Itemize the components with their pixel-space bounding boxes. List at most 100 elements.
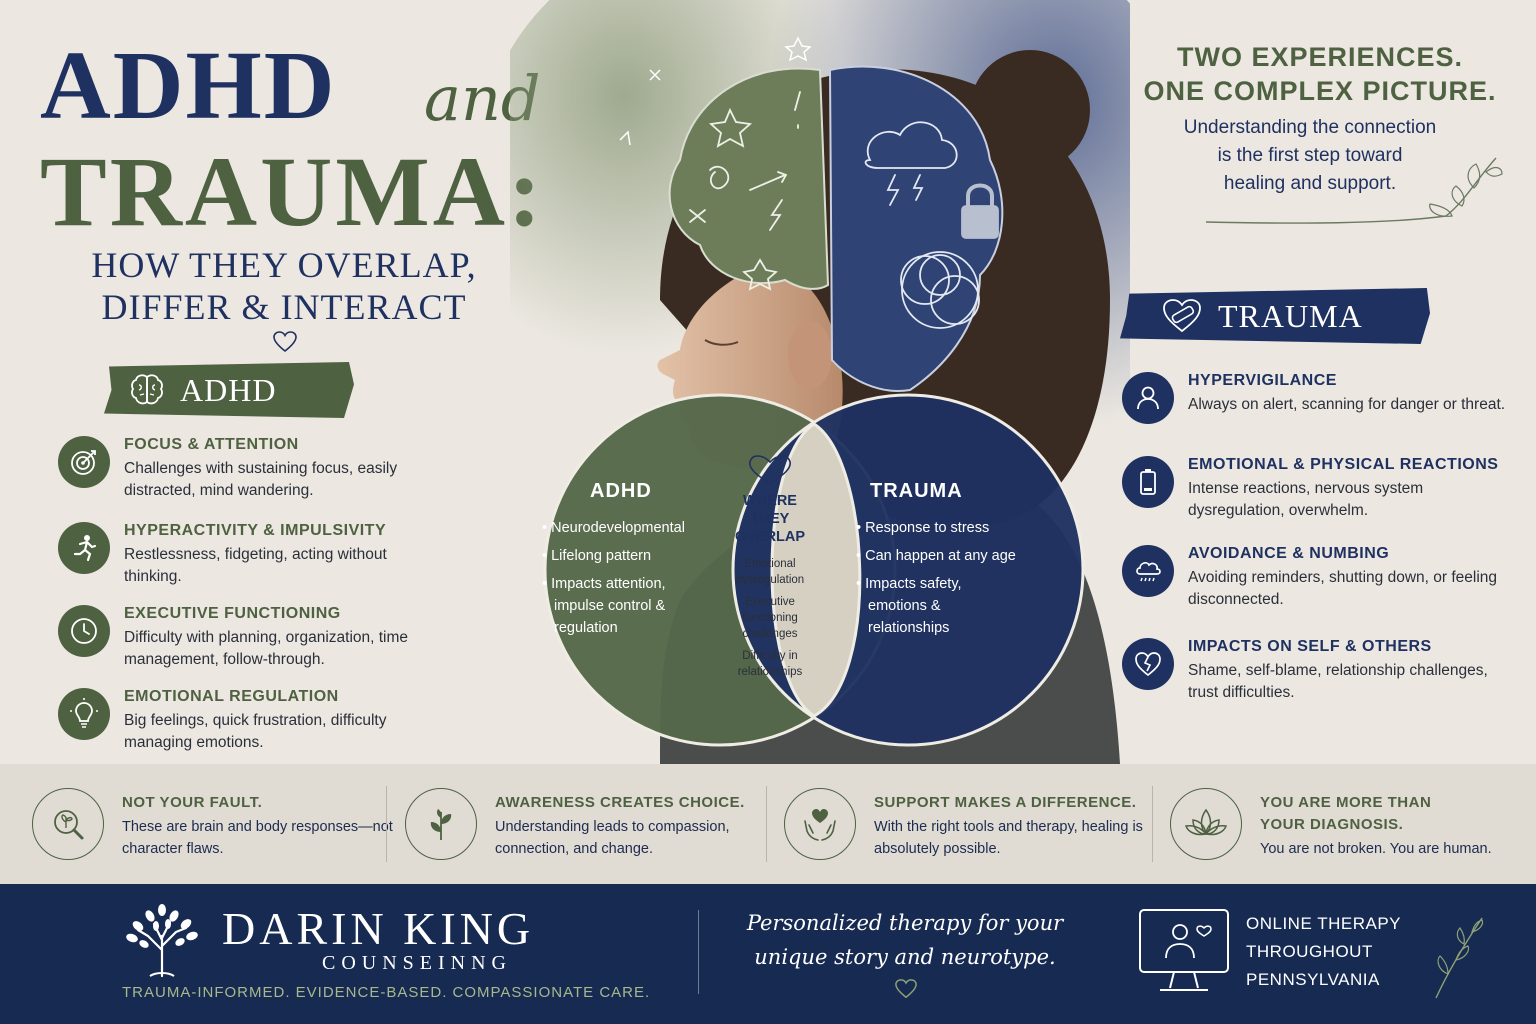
adhd-item-desc: Big feelings, quick frustration, difficu… (124, 712, 387, 751)
venn-adhd-list: • Neurodevelopmental • Lifelong pattern … (542, 517, 712, 639)
subtitle-line-2: DIFFER & INTERACT (101, 287, 467, 327)
message-strip: NOT YOUR FAULT. These are brain and body… (0, 764, 1536, 884)
magnifier-sprout-icon (32, 788, 104, 860)
online-therapy-line: PENNSYLVANIA (1246, 970, 1380, 989)
message-desc: Understanding leads to compassion, conne… (495, 819, 730, 857)
message-divider (766, 786, 767, 862)
venn-adhd-item: impulse control & (554, 598, 666, 614)
trauma-item-avoidance: AVOIDANCE & NUMBING Avoiding reminders, … (1122, 545, 1512, 615)
venn-overlap-title: WHERE THEY OVERLAP (724, 492, 816, 546)
leaf-branch-icon (1206, 157, 1503, 224)
adhd-item-head: EXECUTIVE FUNCTIONING (124, 605, 341, 622)
sprout-icon (405, 788, 477, 860)
adhd-banner-label: ADHD (180, 371, 277, 408)
adhd-banner: ADHD (104, 362, 354, 418)
person-icon (1122, 372, 1174, 424)
leaf-branch-icon (1435, 917, 1484, 999)
venn-trauma-item: relationships (868, 620, 950, 636)
footer-quote-line: Personalized therapy for your (746, 911, 1064, 935)
venn-overlap-item: Emotional dysregulation (735, 558, 805, 586)
venn-trauma-item: • Response to stress (856, 520, 990, 536)
message-awareness: AWARENESS CREATES CHOICE. Understanding … (405, 782, 765, 866)
lotus-icon (1170, 788, 1242, 860)
trauma-item-impacts: IMPACTS ON SELF & OTHERS Shame, self-bla… (1122, 638, 1512, 708)
message-head: SUPPORT MAKES A DIFFERENCE. (874, 794, 1137, 811)
footer-quote-line: unique story and neurotype. (754, 945, 1056, 969)
brand-tagline: TRAUMA-INFORMED. EVIDENCE-BASED. COMPASS… (122, 984, 651, 1001)
message-divider (1152, 786, 1153, 862)
adhd-item-desc: Restlessness, fidgeting, acting without … (124, 546, 387, 585)
trauma-banner-label: TRAUMA (1218, 297, 1363, 334)
trauma-banner: TRAUMA (1120, 288, 1430, 344)
venn-adhd-item: • Neurodevelopmental (542, 520, 685, 536)
message-head: YOU ARE MORE THAN YOUR DIAGNOSIS. (1260, 794, 1432, 833)
trauma-item-desc: Always on alert, scanning for danger or … (1188, 396, 1506, 413)
venn-adhd-item: • Impacts attention, (542, 576, 666, 592)
tagline-heading-line: ONE COMPLEX PICTURE. (1143, 76, 1497, 106)
computer-therapy-icon (1139, 909, 1229, 991)
message-support: SUPPORT MAKES A DIFFERENCE. With the rig… (784, 782, 1144, 866)
tagline-subtext-line: is the first step toward (1217, 145, 1403, 166)
online-therapy-line: THROUGHOUT (1246, 942, 1373, 961)
footer-quote: Personalized therapy for your unique sto… (740, 906, 1070, 974)
clock-icon (58, 605, 110, 657)
trauma-item-desc: Intense reactions, nervous system dysreg… (1188, 480, 1424, 519)
message-head: AWARENESS CREATES CHOICE. (495, 794, 745, 811)
battery-icon (1122, 456, 1174, 508)
message-desc: With the right tools and therapy, healin… (874, 819, 1143, 857)
trauma-item-head: HYPERVIGILANCE (1188, 372, 1337, 389)
target-icon (58, 436, 110, 488)
brain-icon (131, 374, 163, 405)
adhd-item-head: HYPERACTIVITY & IMPULSIVITY (124, 522, 387, 539)
venn-overlap-title-line: WHERE (743, 493, 797, 509)
trauma-item-head: AVOIDANCE & NUMBING (1188, 545, 1390, 562)
tagline-subtext-line: Understanding the connection (1183, 117, 1437, 138)
venn-trauma-item: emotions & (868, 598, 941, 614)
adhd-item-focus: FOCUS & ATTENTION Challenges with sustai… (58, 436, 438, 506)
lightbulb-icon (58, 688, 110, 740)
hands-heart-icon (784, 788, 856, 860)
heart-icon (895, 979, 917, 999)
heart-icon (273, 331, 297, 353)
adhd-item-executive: EXECUTIVE FUNCTIONING Difficulty with pl… (58, 605, 438, 675)
adhd-item-hyperactivity: HYPERACTIVITY & IMPULSIVITY Restlessness… (58, 522, 438, 592)
message-desc: These are brain and body responses—not c… (122, 819, 393, 857)
venn-trauma-list: • Response to stress • Can happen at any… (856, 517, 1036, 639)
message-head: NOT YOUR FAULT. (122, 794, 263, 811)
trauma-item-head: IMPACTS ON SELF & OTHERS (1188, 638, 1432, 655)
venn-trauma-item: • Impacts safety, (856, 576, 962, 592)
trauma-item-desc: Shame, self-blame, relationship challeng… (1188, 662, 1488, 701)
footer: DARIN KING COUNSEINNG TRAUMA-INFORMED. E… (0, 884, 1536, 1024)
message-divider (386, 786, 387, 862)
brand-subtitle: COUNSEINNG (322, 952, 512, 974)
venn-adhd-item: • Lifelong pattern (542, 548, 652, 564)
head-brain-illustration (510, 0, 1130, 764)
venn-adhd-item: regulation (554, 620, 618, 636)
online-therapy-text: ONLINE THERAPY THROUGHOUT PENNSYLVANIA (1246, 910, 1426, 994)
running-person-icon (58, 522, 110, 574)
title-trauma: TRAUMA: (40, 136, 545, 247)
message-not-your-fault: NOT YOUR FAULT. These are brain and body… (32, 782, 393, 866)
brand-name: DARIN KING (222, 903, 535, 954)
tagline-heading-line: TWO EXPERIENCES. (1176, 42, 1464, 72)
adhd-item-desc: Difficulty with planning, organization, … (124, 629, 409, 668)
subtitle: HOW THEY OVERLAP, DIFFER & INTERACT (40, 244, 528, 328)
venn-overlap-item: Executive functioning challenges (742, 596, 798, 640)
tagline-heading: TWO EXPERIENCES. ONE COMPLEX PICTURE. (1140, 40, 1500, 108)
trauma-item-desc: Avoiding reminders, shutting down, or fe… (1188, 569, 1498, 608)
venn-adhd-head: ADHD (590, 480, 652, 502)
title-adhd: ADHD (40, 32, 337, 140)
venn-overlap-title-line: THEY (750, 511, 790, 527)
broken-heart-icon (1122, 638, 1174, 690)
subtitle-line-1: HOW THEY OVERLAP, (91, 245, 477, 285)
venn-trauma: TRAUMA • Response to stress • Can happen… (856, 480, 1036, 645)
venn-trauma-head: TRAUMA (870, 480, 963, 502)
online-therapy-line: ONLINE THERAPY (1246, 914, 1402, 933)
trauma-item-head: EMOTIONAL & PHYSICAL REACTIONS (1188, 456, 1499, 473)
venn-overlap-list: Emotional dysregulation Executive functi… (722, 556, 818, 686)
message-desc: You are not broken. You are human. (1260, 841, 1492, 857)
adhd-item-emotional: EMOTIONAL REGULATION Big feelings, quick… (58, 688, 438, 758)
venn-trauma-item: • Can happen at any age (856, 548, 1016, 564)
message-more-than-diagnosis: YOU ARE MORE THAN YOUR DIAGNOSIS. You ar… (1170, 782, 1520, 866)
footer-divider (698, 910, 699, 994)
